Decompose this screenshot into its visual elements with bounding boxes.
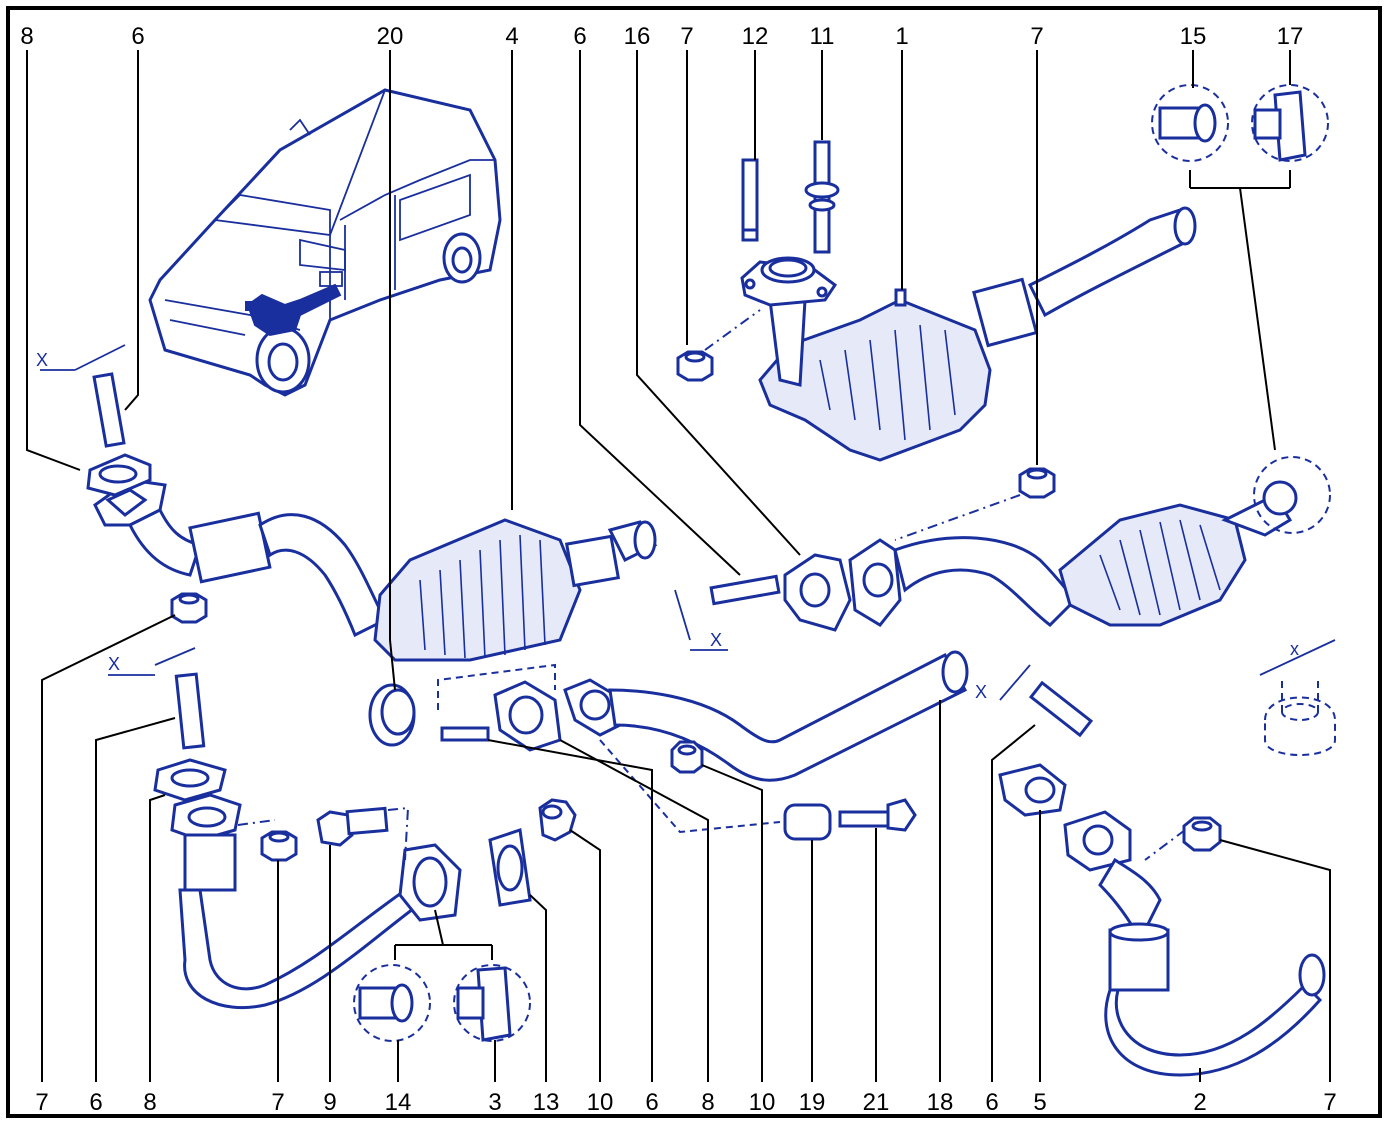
callout-bottom-8: 8 [143, 1089, 156, 1116]
callout-top-4: 4 [505, 23, 518, 50]
detail-14 [353, 964, 431, 1042]
callout-bottom-5: 5 [1033, 1089, 1046, 1116]
van-illustration [148, 88, 502, 397]
dim-x-2: X [108, 647, 196, 676]
callout-top-15: 15 [1180, 23, 1207, 50]
intermediate-pipe-18 [563, 650, 969, 782]
callout-top-17: 17 [1277, 23, 1304, 50]
callout-top-11: 11 [810, 23, 835, 50]
callout-bottom-2: 2 [1193, 1089, 1206, 1116]
rear-pipe-assembly [153, 758, 462, 1010]
catalytic-converter-1 [740, 206, 1197, 462]
front-pipe-4 [86, 453, 658, 662]
callout-top-7: 7 [680, 23, 693, 50]
gasket-13 [488, 828, 532, 907]
tail-pipe-2 [1063, 810, 1326, 1077]
leader-lines [26, 50, 1331, 1082]
dim-x-label-1: X [36, 350, 48, 370]
stud-6-bottom-right [1028, 680, 1094, 738]
callout-top-7b: 7 [1030, 23, 1043, 50]
callout-bottom-10: 10 [587, 1089, 614, 1116]
dim-x-5: x [1259, 639, 1336, 676]
dim-x-label-3: X [710, 630, 722, 650]
nut-10-bottom [538, 798, 577, 842]
detail-3 [453, 964, 531, 1042]
callout-bottom-9: 9 [323, 1089, 336, 1116]
callout-bottom-6b: 6 [645, 1089, 658, 1116]
dim-x-1: X [36, 344, 126, 371]
nut-7-bottom-right [1144, 816, 1222, 861]
callout-top-6: 6 [131, 23, 144, 50]
callout-bottom-14: 14 [385, 1089, 412, 1116]
callouts-top: 8 6 20 4 6 16 7 12 11 1 7 15 17 [20, 23, 1303, 50]
callout-top-8: 8 [20, 23, 33, 50]
dim-x-3: X [674, 589, 728, 651]
detail-17 [1251, 84, 1329, 162]
stud-6-center [440, 726, 490, 742]
dim-x-label-5: x [1290, 639, 1299, 659]
dim-x-label-4: X [975, 682, 987, 702]
callout-top-16: 16 [624, 23, 651, 50]
ring-20 [368, 683, 416, 747]
stud-6-top-left [92, 372, 126, 448]
callout-bottom-6c: 6 [985, 1089, 998, 1116]
stud-6-bottom-left [174, 672, 206, 750]
nut-7-top [676, 309, 761, 382]
callout-bottom-21: 21 [863, 1089, 890, 1116]
bolt-9 [316, 806, 410, 861]
detail-15 [1151, 84, 1229, 162]
callouts-bottom: 7 6 8 7 9 14 3 13 10 6 8 10 19 21 18 6 5… [35, 1089, 1336, 1116]
callout-bottom-10b: 10 [749, 1089, 776, 1116]
nut-10-center [670, 740, 704, 774]
callout-bottom-3: 3 [488, 1089, 501, 1116]
callout-bottom-7b: 7 [271, 1089, 284, 1116]
stud-11 [804, 140, 840, 254]
stud-12 [741, 158, 759, 242]
dim-x-label-2: X [108, 654, 120, 674]
gasket-5 [998, 763, 1067, 817]
spring-19 [783, 803, 832, 841]
nut-7-bottom-left [237, 819, 298, 862]
catalytic-converter-16 [783, 456, 1331, 632]
callout-top-12: 12 [742, 23, 769, 50]
callout-top-1: 1 [895, 23, 908, 50]
callout-bottom-8b: 8 [701, 1089, 714, 1116]
dim-x-4: X [975, 664, 1031, 702]
nut-7-middle [894, 467, 1056, 541]
callout-bottom-6: 6 [89, 1089, 102, 1116]
gasket-8-center [493, 680, 562, 752]
stud-6-middle [709, 574, 781, 606]
callout-top-6b: 6 [573, 23, 586, 50]
callout-bottom-13: 13 [533, 1089, 560, 1116]
bolt-21 [838, 798, 917, 832]
callout-bottom-18: 18 [927, 1089, 954, 1116]
callout-top-20: 20 [377, 23, 404, 50]
nut-7-left [170, 592, 208, 624]
callout-bottom-19: 19 [799, 1089, 826, 1116]
callout-bottom-7c: 7 [1323, 1089, 1336, 1116]
plug-detail [1264, 680, 1336, 756]
callout-bottom-7: 7 [35, 1089, 48, 1116]
